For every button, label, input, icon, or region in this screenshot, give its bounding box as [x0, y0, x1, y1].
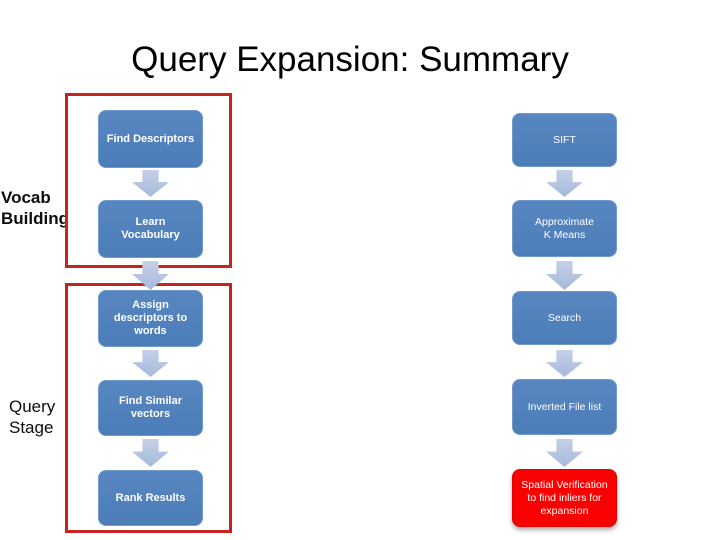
flow-box-search: Search: [512, 291, 617, 345]
flow-box-learn-vocabulary: Learn Vocabulary: [98, 200, 203, 258]
flow-box-inverted-file-list: Inverted File list: [512, 379, 617, 435]
slide-title: Query Expansion: Summary: [131, 40, 569, 79]
query-stage-label: Query Stage: [9, 397, 56, 437]
down-arrow-icon: [546, 350, 583, 377]
flow-box-spatial-verification: Spatial Verification to find inliers for…: [512, 469, 617, 527]
flow-box-find-descriptors: Find Descriptors: [98, 110, 203, 168]
flow-box-sift: SIFT: [512, 113, 617, 167]
flow-box-rank-results: Rank Results: [98, 470, 203, 526]
vocab-building-label: Vocab Building: [1, 188, 69, 228]
down-arrow-icon: [546, 170, 583, 197]
down-arrow-icon: [546, 439, 583, 467]
flow-box-find-similar-vectors: Find Similar vectors: [98, 380, 203, 436]
flow-box-approximate-k-means: Approximate K Means: [512, 200, 617, 257]
flow-box-assign-descriptors-to-words: Assign descriptors to words: [98, 290, 203, 347]
query-stage-group-outline: [65, 283, 232, 533]
down-arrow-icon: [546, 261, 583, 290]
